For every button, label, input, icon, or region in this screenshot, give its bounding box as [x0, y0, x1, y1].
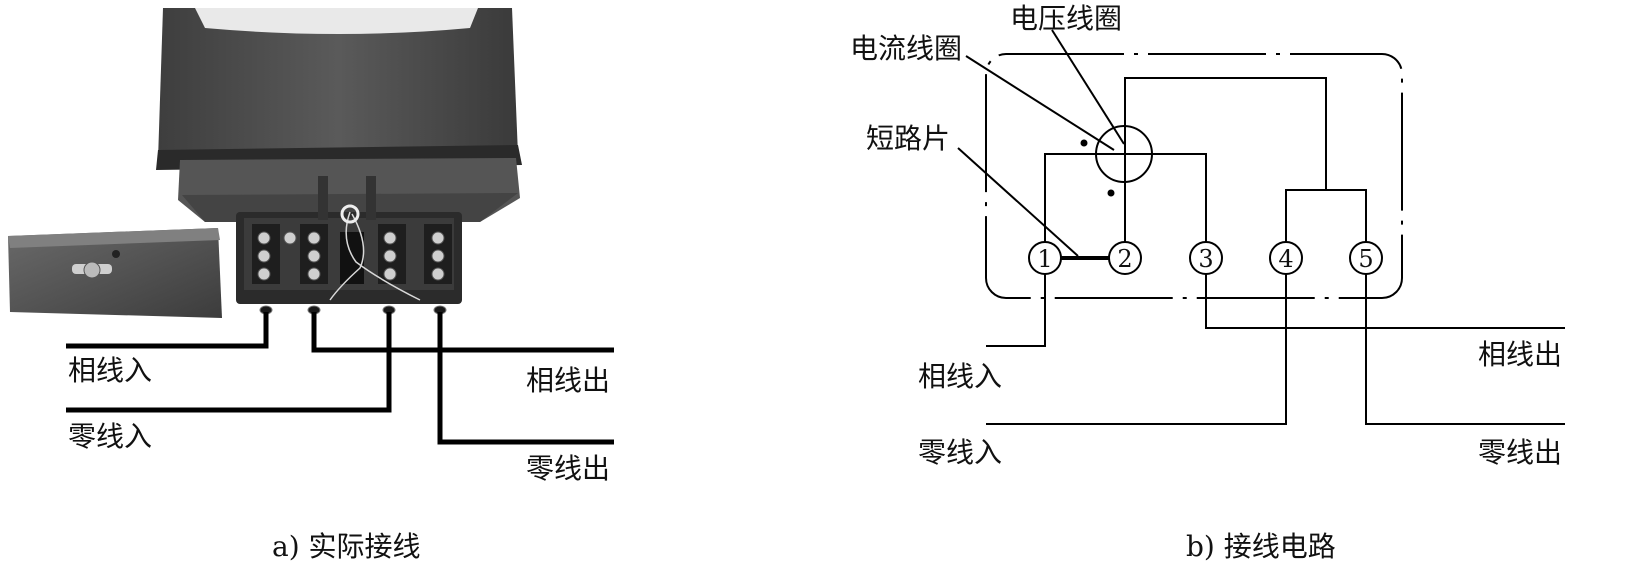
voltage-coil-leader: [1051, 29, 1125, 145]
right-neutral-out-wire: [1365, 273, 1565, 425]
shorting-strip-leader: [957, 147, 1079, 257]
current-coil-wire: [1044, 153, 1207, 243]
left-label-neutral-out: 零线出: [526, 452, 610, 485]
wire-entry-holes: [259, 305, 447, 315]
terminal-1: 1: [1028, 241, 1062, 275]
right-label-neutral-in: 零线入: [918, 436, 1002, 469]
terminal-cover-plate: [8, 228, 222, 318]
cover-clip-right: [366, 176, 376, 220]
current-coil-leader: [965, 55, 1115, 151]
left-label-phase-in: 相线入: [68, 354, 152, 387]
voltage-coil-wire: [1124, 77, 1327, 243]
label-current-coil: 电流线圈: [850, 32, 962, 65]
meter-photo: [156, 8, 522, 315]
left-phase-in-wire: [66, 312, 269, 349]
meter-window: [195, 8, 478, 34]
left-neutral-out-wire: [437, 312, 614, 445]
polarity-dot-voltage: [1107, 189, 1115, 197]
terminal-3-label: 3: [1198, 245, 1213, 273]
coil-symbol: [1095, 125, 1153, 183]
left-caption: a) 实际接线: [272, 530, 421, 563]
terminal-screws: [257, 231, 445, 281]
left-phase-out-wire: [311, 312, 614, 353]
right-label-phase-in: 相线入: [918, 360, 1002, 393]
right-caption: b) 接线电路: [1186, 530, 1336, 563]
terminal-2-label: 2: [1117, 245, 1132, 273]
left-label-neutral-in: 零线入: [68, 420, 152, 453]
circuit-diagram: 1 2 3 4 5: [957, 29, 1565, 425]
left-wiring: [66, 312, 614, 445]
right-phase-out-wire: [1205, 273, 1565, 329]
right-label-neutral-out: 零线出: [1478, 436, 1562, 469]
label-shorting-strip: 短路片: [866, 122, 950, 155]
left-label-phase-out: 相线出: [526, 364, 610, 397]
terminal-5-label: 5: [1358, 245, 1373, 273]
terminal-5: 5: [1349, 241, 1383, 275]
polarity-dot-current: [1080, 139, 1088, 147]
right-label-phase-out: 相线出: [1478, 338, 1562, 371]
terminal-2: 2: [1108, 241, 1142, 275]
right-phase-in-wire: [986, 273, 1046, 347]
right-neutral-in-wire: [986, 273, 1287, 425]
meter-upper-body: [158, 8, 518, 160]
terminal-4: 4: [1269, 241, 1303, 275]
meter-enclosure: [985, 53, 1403, 299]
seal-wire: [329, 204, 421, 301]
terminal-1-label: 1: [1037, 245, 1052, 273]
cover-clip-left: [318, 176, 328, 220]
left-neutral-in-wire: [66, 312, 392, 413]
label-voltage-coil: 电压线圈: [1010, 2, 1122, 35]
terminal-3: 3: [1189, 241, 1223, 275]
terminal-4-label: 4: [1278, 245, 1293, 273]
neutral-bus-wire: [1285, 189, 1367, 243]
